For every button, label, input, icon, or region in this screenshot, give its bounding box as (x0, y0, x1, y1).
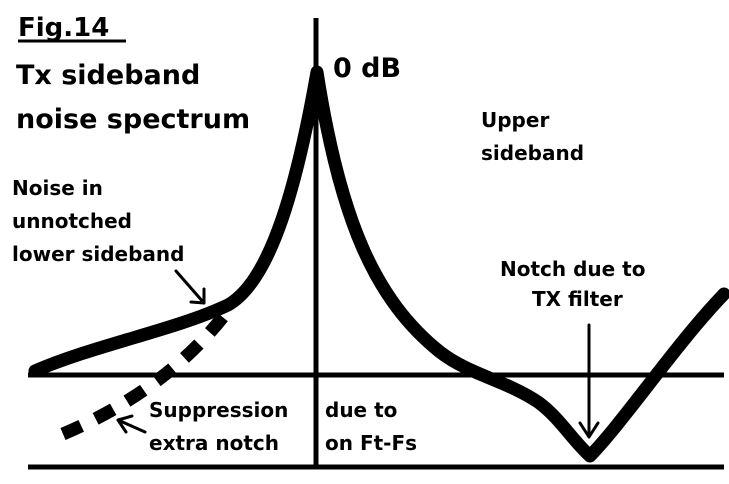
suppression-label-2: extra notch (149, 431, 279, 455)
upper-sideband-label-1: Upper (481, 108, 549, 132)
title-line-1: Tx sideband (16, 60, 200, 91)
noise-label-3: lower sideband (12, 242, 184, 266)
figure-label: Fig.14 (18, 13, 109, 43)
suppression-arrow (116, 414, 147, 434)
suppression-label-1: Suppression (149, 398, 288, 422)
peak-label: 0 dB (333, 53, 401, 84)
due-to-label-1: due to (325, 398, 397, 422)
noise-label-1: Noise in (12, 176, 103, 200)
due-to-label-2: on Ft-Fs (325, 431, 417, 455)
upper-sideband-label-2: sideband (481, 141, 584, 165)
noise-arrow (174, 269, 206, 305)
notch-label-1: Notch due to (500, 257, 645, 281)
noise-label-2: unnotched (12, 209, 132, 233)
notch-arrow (578, 323, 600, 439)
notch-label-2: TX filter (532, 287, 623, 311)
suppressed-noise-dashed-curve (60, 301, 238, 440)
spectrum-curve (28, 65, 729, 463)
title-line-2: noise spectrum (16, 104, 250, 135)
